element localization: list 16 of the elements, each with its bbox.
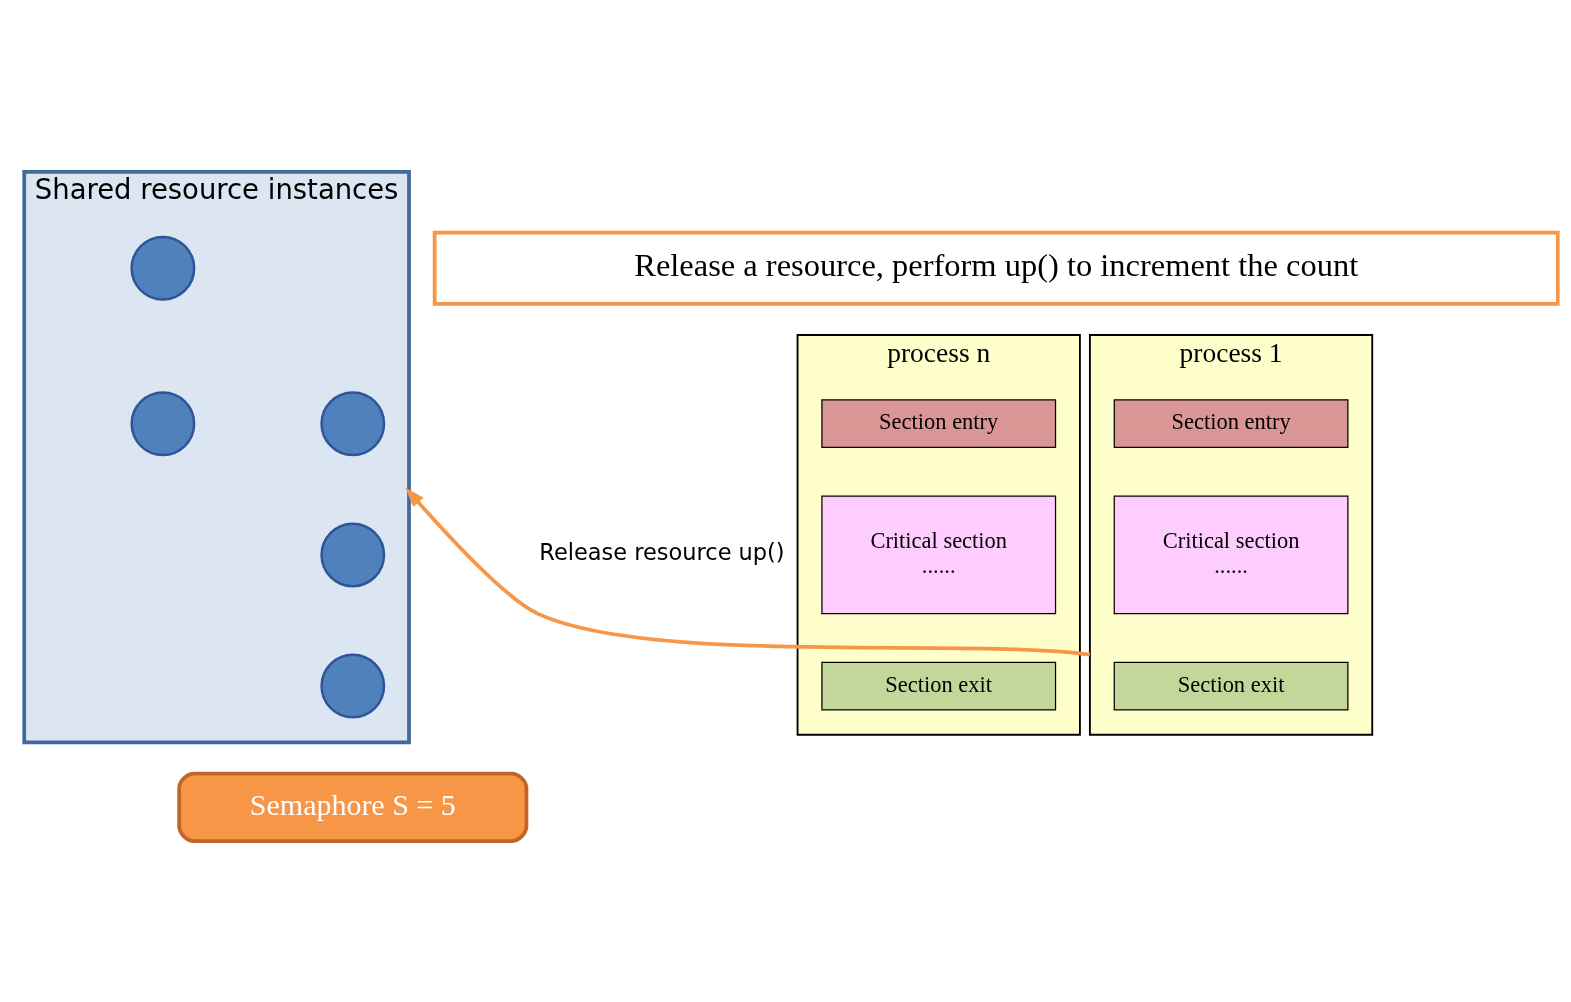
node-box: Section entry — [820, 398, 1056, 448]
node-box: Semaphore S = 5 — [176, 771, 528, 843]
arrow — [404, 486, 1090, 657]
node-circle — [319, 521, 385, 587]
node-circle — [129, 390, 195, 456]
node-box: Section entry — [1113, 398, 1348, 448]
node-box: Section exit — [820, 661, 1056, 710]
node-box: Section exit — [1113, 661, 1348, 710]
node-circle — [319, 653, 385, 719]
edge-label: Release resource up() — [538, 538, 785, 565]
cluster: Shared resource instances — [21, 169, 411, 744]
node-box: Critical section ...... — [820, 495, 1056, 614]
node-box: Release a resource, perform up() to increment the count — [432, 230, 1560, 306]
node-circle — [319, 390, 385, 456]
node-box: Critical section ...... — [1113, 495, 1348, 614]
node-circle — [129, 235, 195, 301]
